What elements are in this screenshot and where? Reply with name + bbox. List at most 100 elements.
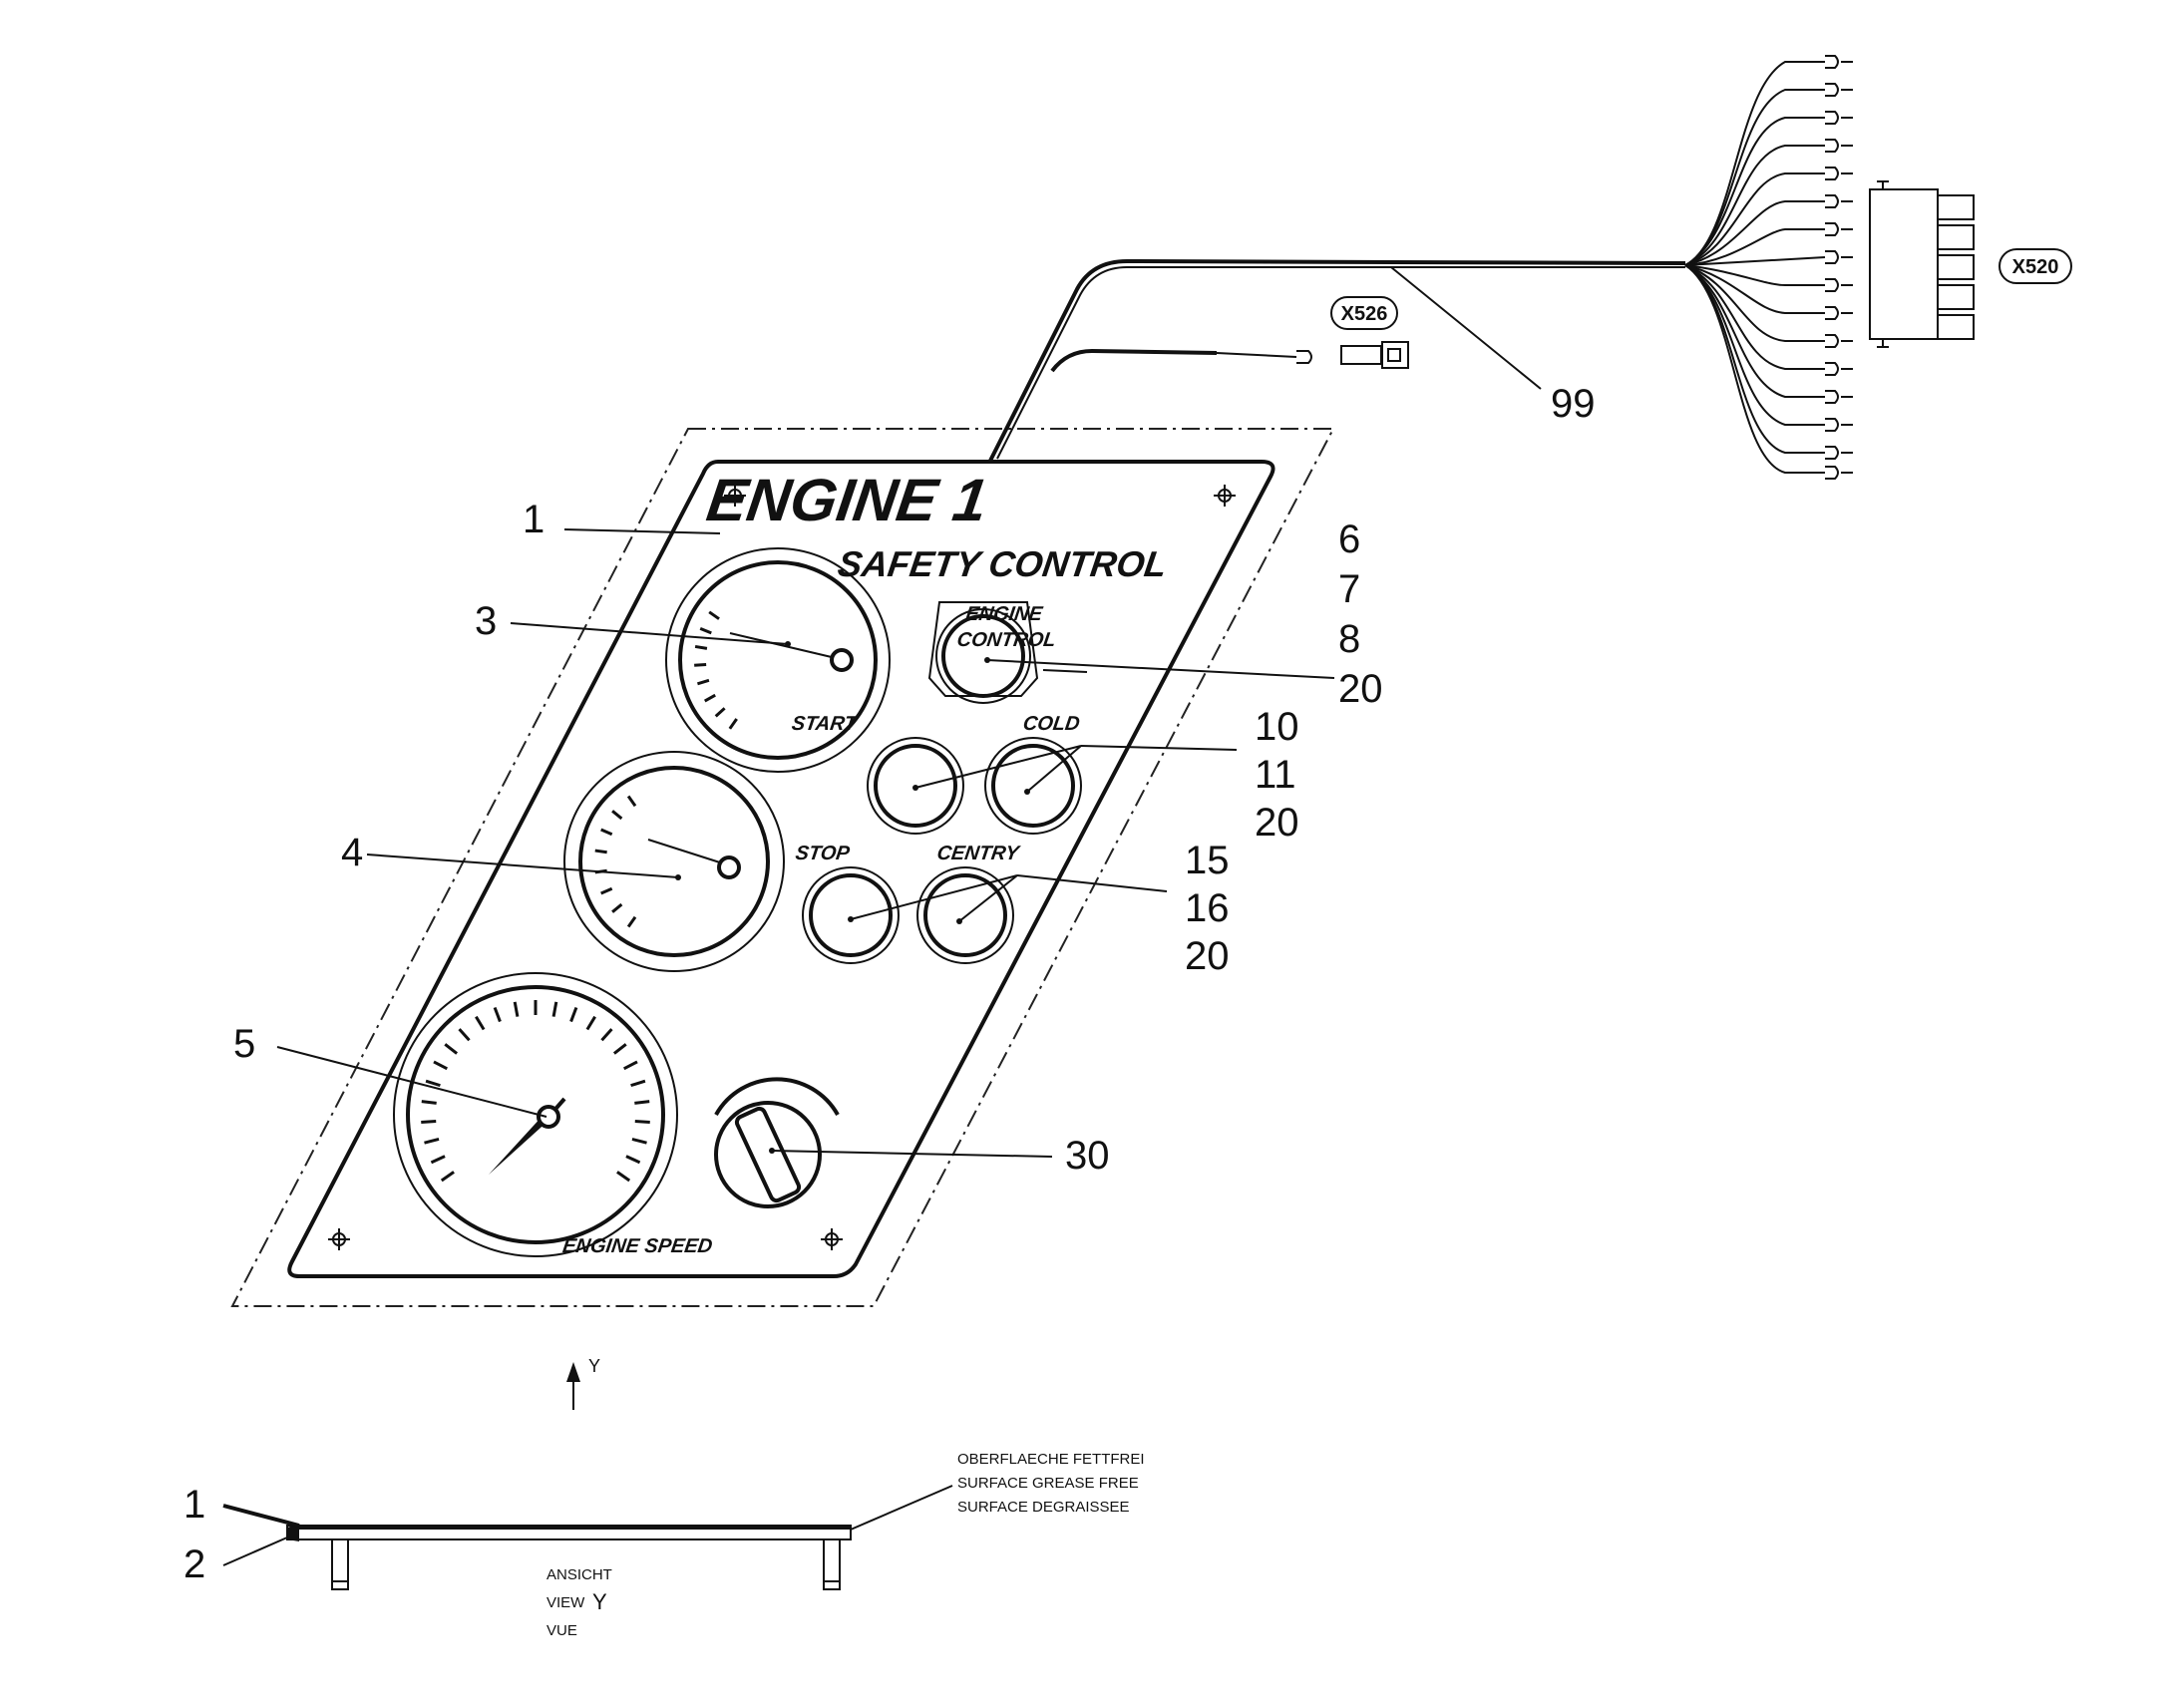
gauge-tick: [513, 1001, 520, 1017]
wire-terminal: [1825, 55, 1839, 69]
gauge-tick: [625, 1155, 641, 1165]
x526-label: X526: [1341, 303, 1388, 325]
wire-terminal: [1825, 390, 1839, 404]
lamp-cold-label: COLD: [1021, 713, 1081, 735]
engine-control-label-line1: ENGINE: [964, 603, 1044, 625]
callout-11: 11: [1255, 753, 1296, 797]
side-view: 1 2 OBERFLAECHE FETTFREI SURFACE GREASE …: [183, 1451, 1145, 1639]
gauge-tick: [626, 795, 637, 808]
gauge-tick: [600, 886, 613, 895]
wire-terminal: [1825, 466, 1839, 480]
gauge-3: [665, 547, 891, 773]
lamp-centry: CENTRY: [916, 843, 1022, 964]
note-line-2: SURFACE GREASE FREE: [957, 1475, 1139, 1492]
side-callout-1: 1: [183, 1483, 205, 1527]
gauge-tick: [600, 1028, 613, 1042]
lamp-stop-label: STOP: [794, 843, 852, 864]
gauge-tick: [694, 662, 707, 667]
view-label-letter: Y: [592, 1589, 607, 1614]
screw-icon: [328, 1228, 350, 1250]
wiring-harness: [987, 258, 1686, 464]
callout-4: 4: [341, 831, 363, 874]
panel-title: ENGINE 1: [703, 466, 992, 533]
gauge-tick: [569, 1006, 578, 1023]
wire-terminal: [1825, 194, 1839, 208]
wire-terminal: [1825, 334, 1839, 348]
note-line-3: SURFACE DEGRAISSEE: [957, 1499, 1130, 1516]
callout-20-a: 20: [1338, 667, 1383, 711]
wire-terminal: [1825, 83, 1839, 97]
gauge-tick: [694, 644, 708, 650]
callout-10: 10: [1255, 705, 1299, 749]
gauge-tick: [708, 610, 720, 620]
gauge-tick: [699, 626, 712, 635]
view-label-fr: VUE: [546, 1622, 577, 1639]
wire-terminal: [1825, 418, 1839, 432]
gauge-tick: [611, 902, 623, 913]
lamp-start-label: START: [790, 713, 860, 735]
gauge-tick: [728, 718, 738, 730]
gauge-tick: [630, 1079, 646, 1088]
engine-control-switch: ENGINE CONTROL: [927, 601, 1088, 704]
callout-8: 8: [1338, 617, 1360, 661]
gauge-tick: [493, 1006, 502, 1023]
harness-terminals: [1825, 55, 1853, 480]
screw-icon: [1214, 485, 1236, 507]
wire-terminal: [1825, 362, 1839, 376]
gauge-tick: [421, 1120, 437, 1125]
gauge-tick: [440, 1171, 455, 1183]
lamp-stop: STOP: [794, 843, 900, 964]
wire-terminal: [1825, 139, 1839, 153]
gauge-tick: [626, 915, 637, 928]
callout-3: 3: [475, 599, 497, 643]
wire-terminal: [1825, 222, 1839, 236]
view-arrow-label: Y: [588, 1356, 600, 1376]
gauge-tick: [600, 828, 613, 837]
callout-5: 5: [233, 1022, 255, 1066]
gauge-tick: [430, 1155, 446, 1165]
gauge-tick: [631, 1138, 647, 1145]
engine-control-label-line2: CONTROL: [955, 629, 1057, 651]
gauge-tick: [425, 1079, 441, 1088]
wire-terminal: [1825, 278, 1839, 292]
callout-30: 30: [1065, 1134, 1110, 1178]
gauge-5-engine-speed: [393, 972, 678, 1257]
x520-label-badge: X520: [1998, 248, 2072, 284]
gauge-tick: [475, 1015, 486, 1031]
gauge-tick: [616, 1171, 631, 1183]
callout-7: 7: [1338, 567, 1360, 611]
harness-fanout: [1684, 61, 1826, 474]
note-line-1: OBERFLAECHE FETTFREI: [957, 1451, 1145, 1468]
gauge-tick: [612, 1043, 627, 1055]
gauge-tick: [433, 1060, 448, 1071]
screw-icon: [821, 1228, 843, 1250]
callout-20-b: 20: [1255, 801, 1299, 845]
callout-20-c: 20: [1185, 934, 1230, 978]
lamp-centry-label: CENTRY: [935, 843, 1021, 864]
gauge-tick: [421, 1100, 437, 1105]
wire-terminal: [1825, 306, 1839, 320]
gauge-tick: [634, 1120, 650, 1125]
callout-leaders: [276, 266, 1542, 1158]
panel-outline: [230, 428, 1335, 1307]
callout-16: 16: [1185, 886, 1230, 930]
gauge-tick: [611, 810, 623, 821]
gauge-tick: [424, 1138, 440, 1145]
gauge-tick: [634, 1100, 650, 1105]
callout-99: 99: [1551, 382, 1596, 426]
view-arrow: Y: [566, 1356, 600, 1410]
gauge-tick: [551, 1001, 558, 1017]
x526-label-badge: X526: [1330, 296, 1398, 330]
engine-speed-label: ENGINE SPEED: [561, 1235, 714, 1257]
gauge-tick: [585, 1015, 596, 1031]
callout-6: 6: [1338, 517, 1360, 561]
x520-label: X520: [2012, 256, 2059, 278]
screw-icon: [724, 485, 746, 507]
x520-connector: [1869, 180, 1975, 348]
wire-terminal: [1825, 250, 1839, 264]
view-label-de: ANSICHT: [546, 1566, 612, 1583]
view-label-en: VIEW: [546, 1594, 585, 1611]
gauge-tick: [704, 693, 716, 703]
gauge-4: [563, 751, 785, 972]
